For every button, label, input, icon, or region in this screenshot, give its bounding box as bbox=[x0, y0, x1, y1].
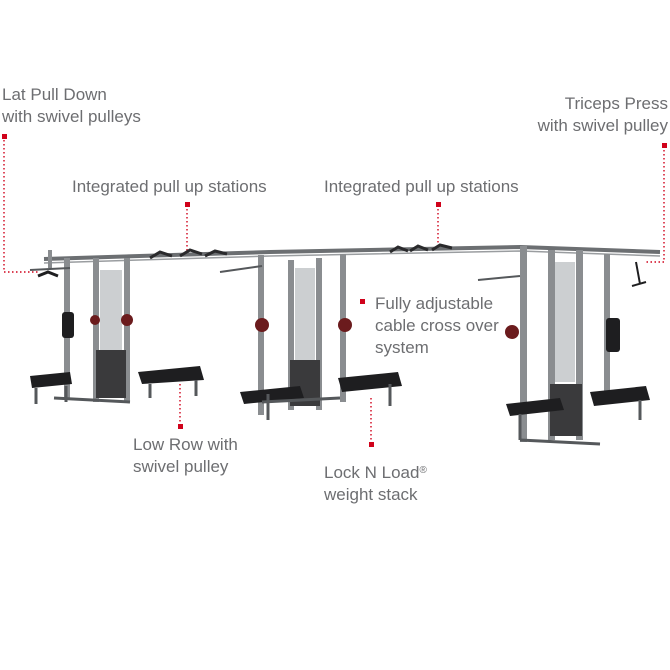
callout-lat-pull-down: Lat Pull Down with swivel pulleys bbox=[2, 84, 141, 128]
overhead-beam bbox=[43, 243, 661, 264]
registered-mark: ® bbox=[419, 465, 427, 476]
callout-line: cable cross over bbox=[375, 316, 499, 335]
station-middle bbox=[219, 254, 402, 420]
marker-triceps-press bbox=[662, 143, 667, 148]
callout-line: with swivel pulleys bbox=[2, 107, 141, 126]
callout-pull-up-left: Integrated pull up stations bbox=[72, 176, 267, 198]
callout-line: Triceps Press bbox=[564, 94, 668, 113]
marker-lock-n-load bbox=[369, 442, 374, 447]
marker-cable-cross bbox=[360, 299, 365, 304]
callout-cable-cross: Fully adjustable cable cross over system bbox=[375, 293, 499, 359]
callout-line: Integrated pull up stations bbox=[72, 177, 267, 196]
callout-triceps-press: Triceps Press with swivel pulley bbox=[538, 93, 668, 137]
leader-lat-pull-down bbox=[3, 136, 40, 273]
leader-triceps-press bbox=[644, 146, 665, 263]
callout-line: Low Row with bbox=[133, 435, 238, 454]
callout-line: weight stack bbox=[324, 485, 418, 504]
callout-line: swivel pulley bbox=[133, 457, 229, 476]
callout-line: Lat Pull Down bbox=[2, 85, 107, 104]
marker-lat-pull-down bbox=[2, 134, 7, 139]
station-left bbox=[29, 250, 204, 404]
callout-leader-lines bbox=[3, 136, 665, 444]
marker-pull-up-right bbox=[436, 202, 441, 207]
callout-lock-n-load: Lock N Load® weight stack bbox=[324, 462, 427, 506]
callout-line: Fully adjustable bbox=[375, 294, 494, 313]
callout-low-row: Low Row with swivel pulley bbox=[133, 434, 238, 478]
marker-pull-up-left bbox=[185, 202, 190, 207]
station-right bbox=[477, 246, 650, 446]
callout-pull-up-right: Integrated pull up stations bbox=[324, 176, 519, 198]
callout-text: Lock N Load bbox=[324, 463, 420, 482]
callout-line: with swivel pulley bbox=[537, 116, 668, 135]
marker-low-row bbox=[178, 424, 183, 429]
callout-line: Lock N Load® bbox=[324, 462, 427, 484]
callout-line: Integrated pull up stations bbox=[324, 177, 519, 196]
callout-line: system bbox=[375, 338, 429, 357]
